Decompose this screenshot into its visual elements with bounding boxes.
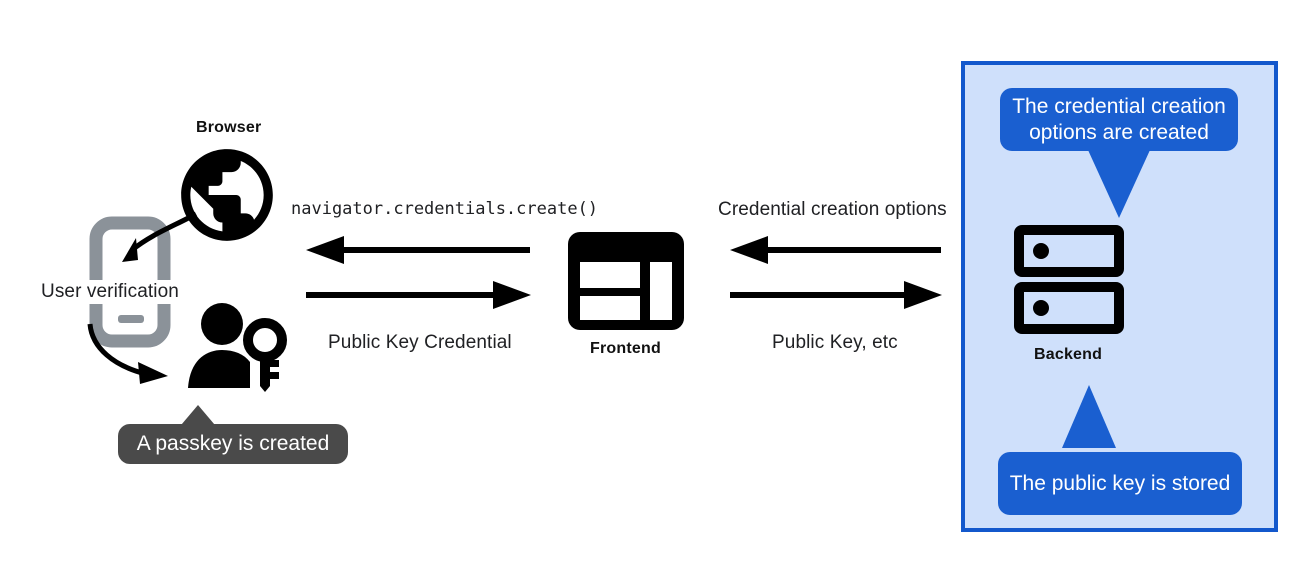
public-key-stored-callout: The public key is stored xyxy=(998,452,1242,515)
person-with-key-icon xyxy=(186,302,288,392)
frontend-backend-left-arrow-icon xyxy=(730,236,942,264)
navigator-create-label: navigator.credentials.create() xyxy=(291,199,599,219)
public-key-etc-label: Public Key, etc xyxy=(772,332,898,353)
frontend-label: Frontend xyxy=(590,340,661,357)
credential-options-callout: The credential creation options are crea… xyxy=(1000,88,1238,151)
public-key-stored-callout-tail-icon xyxy=(1062,385,1116,448)
credential-creation-options-label: Credential creation options xyxy=(718,199,947,220)
globe-icon xyxy=(172,140,282,250)
public-key-credential-label: Public Key Credential xyxy=(328,332,512,353)
dashboard-icon xyxy=(568,232,684,330)
server-icon xyxy=(1014,225,1124,335)
phone-to-user-arrow-icon xyxy=(80,320,200,390)
browser-frontend-right-arrow-icon xyxy=(306,281,531,309)
browser-frontend-left-arrow-icon xyxy=(306,236,531,264)
frontend-backend-right-arrow-icon xyxy=(730,281,942,309)
passkey-created-callout: A passkey is created xyxy=(118,424,348,464)
globe-to-phone-arrow-icon xyxy=(96,196,206,276)
credential-options-callout-tail-icon xyxy=(1088,150,1150,218)
backend-label: Backend xyxy=(1034,346,1103,363)
browser-label: Browser xyxy=(196,119,262,136)
user-verification-label: User verification xyxy=(38,280,182,304)
